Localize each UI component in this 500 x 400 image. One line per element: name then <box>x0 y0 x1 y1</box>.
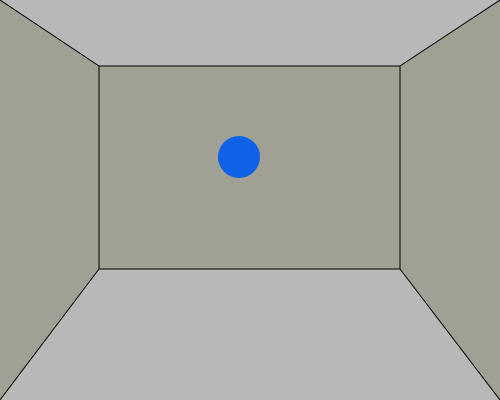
blue-target-circle[interactable] <box>218 136 260 178</box>
edge-bottom-right <box>399 268 500 400</box>
back-wall-outline <box>98 65 401 270</box>
edge-top-left <box>0 0 100 67</box>
edge-bottom-left <box>0 268 100 400</box>
right-wall <box>400 0 500 400</box>
floor <box>0 269 500 400</box>
ceiling <box>0 0 500 66</box>
left-wall <box>0 0 99 400</box>
edge-top-right <box>399 0 500 67</box>
